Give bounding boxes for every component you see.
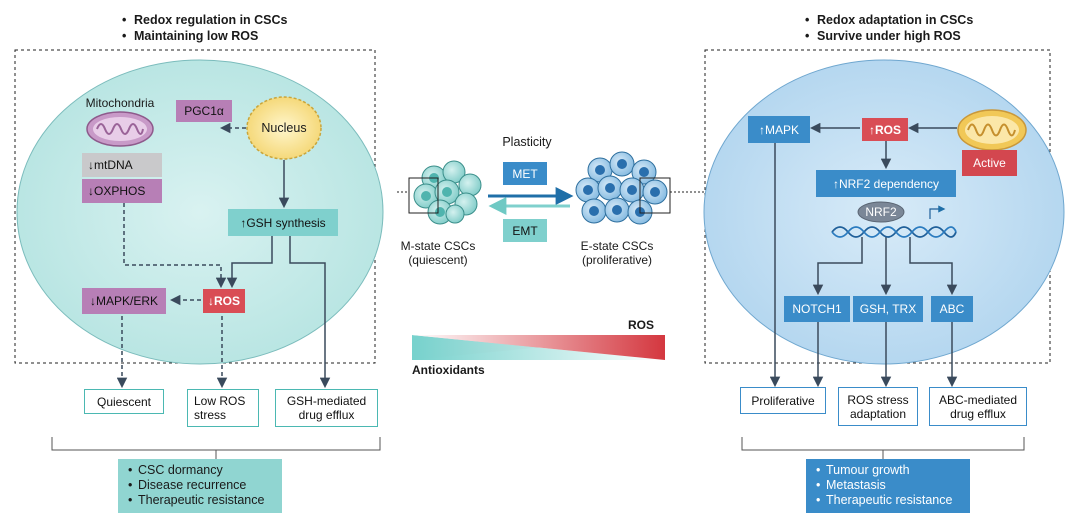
dna-helix-icon — [831, 205, 957, 238]
outcome-quiescent: Quiescent — [84, 389, 164, 414]
ros-gradient-label: ROS — [628, 318, 655, 332]
nrf2-protein — [857, 201, 905, 223]
left-bullet-3: Therapeutic resistance — [138, 493, 265, 507]
oxphos-box: ↓OXPHOS — [82, 179, 162, 203]
nucleus-label: Nucleus — [261, 121, 307, 135]
mitochondria-label: Mitochondria — [85, 96, 155, 110]
plasticity-label: Plasticity — [502, 135, 552, 149]
mitochondria-icon — [86, 111, 154, 147]
e-state-title: E-state CSCs — [580, 239, 654, 253]
nrf2-label: NRF2 — [865, 205, 897, 219]
mapk-erk-box: ↓MAPK/ERK — [82, 288, 166, 314]
m-state-subtitle: (quiescent) — [408, 253, 468, 267]
ros-gradient-top — [412, 335, 665, 360]
antioxidants-gradient-label: Antioxidants — [412, 363, 485, 377]
abc-box: ABC — [931, 296, 973, 322]
mtdna-box: ↓mtDNA — [82, 153, 162, 177]
right-summary-box: •Tumour growth •Metastasis •Therapeutic … — [806, 459, 970, 513]
left-bullet-2: Disease recurrence — [138, 478, 247, 492]
mitochondria-icon — [957, 109, 1027, 151]
outcome-proliferative: Proliferative — [740, 387, 826, 414]
outcome-gsh-efflux: GSH-mediated drug efflux — [275, 389, 378, 427]
right-bullet-1: Tumour growth — [826, 463, 910, 477]
outcome-low-ros-stress: Low ROS stress — [187, 389, 259, 427]
right-header-line-2: Survive under high ROS — [817, 29, 961, 43]
notch1-box: NOTCH1 — [784, 296, 850, 322]
right-bullet-3: Therapeutic resistance — [826, 493, 953, 507]
gsh-synthesis-box: ↑GSH synthesis — [228, 209, 338, 236]
m-state-title: M-state CSCs — [400, 239, 476, 253]
mapk-box: ↑MAPK — [748, 116, 810, 143]
high-ros-box: ↑ROS — [862, 118, 908, 141]
left-header-line-2: Maintaining low ROS — [134, 29, 259, 43]
low-ros-box: ↓ROS — [203, 289, 245, 313]
pgc1a-box: PGC1α — [176, 100, 232, 122]
emt-box: EMT — [503, 219, 547, 242]
left-header: •Redox regulation in CSCs •Maintaining l… — [122, 13, 288, 43]
outcome-abc-efflux: ABC-mediated drug efflux — [929, 387, 1027, 426]
right-header: •Redox adaptation in CSCs •Survive under… — [805, 13, 974, 43]
outcome-ros-stress-adaptation: ROS stress adaptation — [838, 387, 918, 426]
left-summary-box: •CSC dormancy •Disease recurrence •Thera… — [118, 459, 282, 513]
left-bullet-1: CSC dormancy — [138, 463, 223, 477]
gsh-trx-box: GSH, TRX — [853, 296, 923, 322]
cell-cluster-icon — [575, 151, 671, 225]
e-state-subtitle: (proliferative) — [581, 253, 653, 267]
m-state-label: M-state CSCs (quiescent) — [398, 239, 478, 267]
right-header-line-1: Redox adaptation in CSCs — [817, 13, 974, 27]
e-state-label: E-state CSCs (proliferative) — [575, 239, 659, 267]
active-box: Active — [962, 150, 1017, 176]
met-box: MET — [503, 162, 547, 185]
cell-cluster-icon — [408, 160, 482, 225]
nucleus-icon — [246, 96, 322, 160]
left-header-line-1: Redox regulation in CSCs — [134, 13, 288, 27]
right-bullet-2: Metastasis — [826, 478, 886, 492]
nrf2-dependency-box: ↑NRF2 dependency — [816, 170, 956, 197]
